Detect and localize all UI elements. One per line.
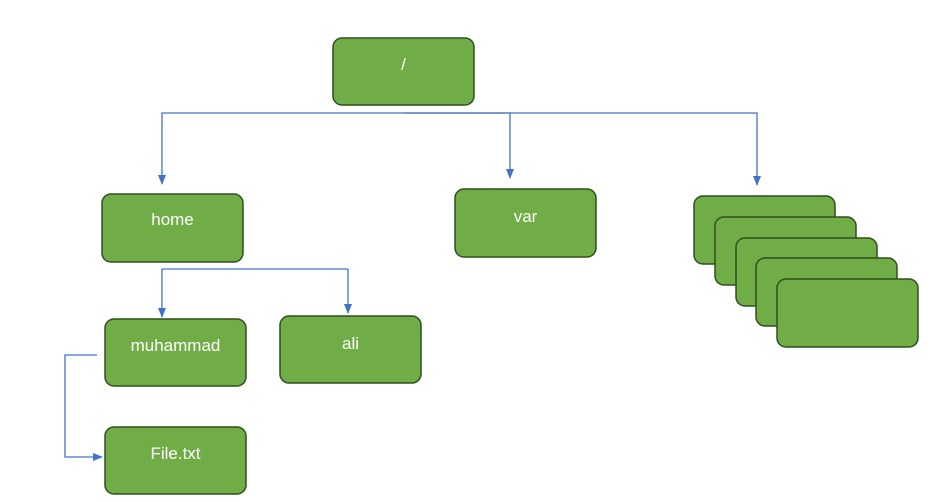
node-ali: ali: [279, 315, 422, 384]
connectors: [64, 112, 761, 461]
connector-home-to-muhammad: [162, 268, 348, 317]
connector-root-to-home: [158, 112, 403, 185]
node-var-label: var: [514, 207, 538, 226]
node-home-box: [101, 193, 244, 263]
node-root: /: [332, 37, 475, 106]
node-home: home: [101, 193, 244, 263]
node-file-label: File.txt: [150, 444, 200, 463]
node-muhammad-box: [104, 318, 247, 387]
node-home-label: home: [151, 210, 194, 229]
node-var: var: [454, 188, 597, 258]
connector-root-to-var: [403, 112, 514, 179]
node-muhammad-label: muhammad: [131, 336, 221, 355]
node-ali-box: [279, 315, 422, 384]
connector-muhammad-to-file: [64, 354, 103, 461]
node-file-box: [104, 426, 247, 495]
node-file: File.txt: [104, 426, 247, 495]
stack-box-5: [776, 278, 919, 348]
connector-root-to-stack: [403, 112, 761, 186]
node-var-box: [454, 188, 597, 258]
node-root-label: /: [401, 55, 406, 74]
node-root-box: [332, 37, 475, 106]
node-stack: [693, 195, 919, 348]
node-muhammad: muhammad: [104, 318, 247, 387]
node-ali-label: ali: [342, 334, 359, 353]
